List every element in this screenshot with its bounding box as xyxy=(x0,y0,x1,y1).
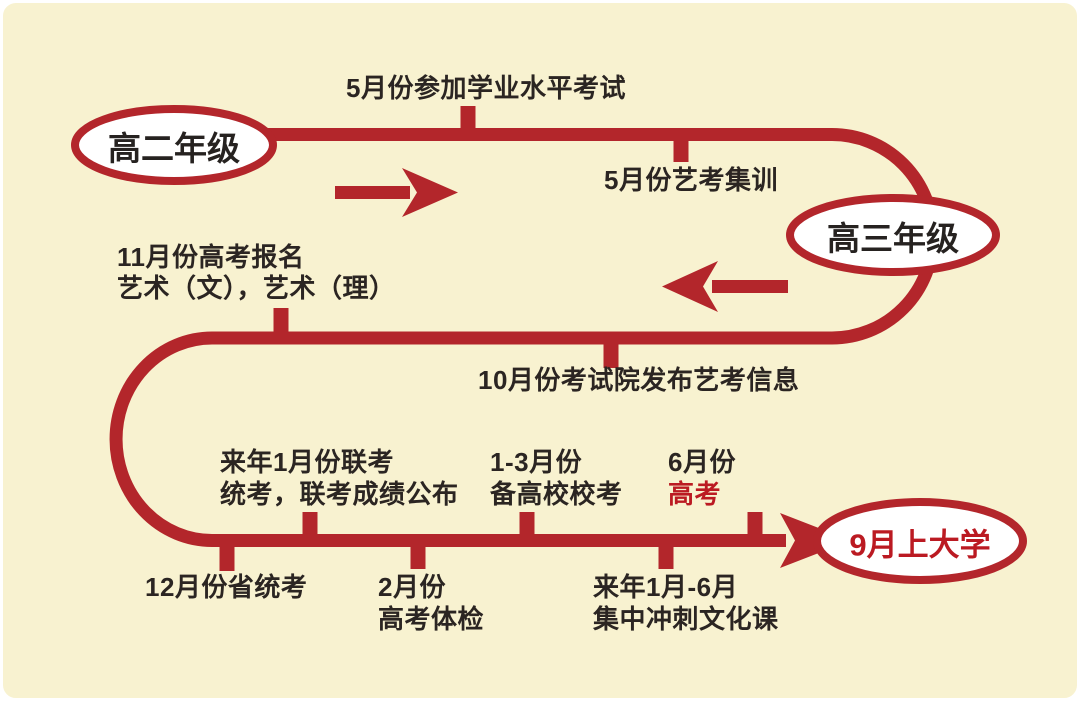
event-academic-test-text: 5月份参加学业水平考试 xyxy=(346,73,626,103)
event-exam-info-text: 10月份考试院发布艺考信息 xyxy=(478,365,800,395)
event-physical-exam-line1: 2月份 xyxy=(378,572,446,602)
college-label: 9月上大学 xyxy=(849,527,991,563)
event-province-exam: 12月份省统考 xyxy=(145,571,307,603)
event-school-exam-line1: 1-3月份 xyxy=(490,447,583,477)
event-joint-exam: 来年1月份联考 统考，联考成绩公布 xyxy=(220,446,459,510)
event-joint-exam-line1: 来年1月份联考 xyxy=(220,447,394,477)
event-academic-test: 5月份参加学业水平考试 xyxy=(346,72,626,104)
event-gaokao-line2: 高考 xyxy=(668,479,722,509)
flow-arrow-left-icon xyxy=(662,261,788,312)
event-gaokao: 6月份 高考 xyxy=(668,446,736,510)
event-physical-exam: 2月份 高考体检 xyxy=(378,571,484,635)
event-art-training: 5月份艺考集训 xyxy=(604,164,778,196)
event-gaokao-line1: 6月份 xyxy=(668,447,736,477)
college-oval xyxy=(813,498,1027,584)
event-gaokao-signup-line2: 艺术（文），艺术（理） xyxy=(117,273,396,303)
flow-arrow-right-icon xyxy=(335,168,458,217)
event-culture-sprint: 来年1月-6月 集中冲刺文化课 xyxy=(593,571,779,635)
event-art-training-text: 5月份艺考集训 xyxy=(604,165,778,195)
event-gaokao-signup: 11月份高考报名 艺术（文），艺术（理） xyxy=(117,242,396,304)
grade3-label: 高三年级 xyxy=(827,220,959,257)
event-culture-sprint-line1: 来年1月-6月 xyxy=(593,572,739,602)
event-joint-exam-line2: 统考，联考成绩公布 xyxy=(220,479,459,509)
grade3-oval xyxy=(786,194,1000,276)
event-school-exam: 1-3月份 备高校校考 xyxy=(490,446,623,510)
event-province-exam-text: 12月份省统考 xyxy=(145,572,308,602)
event-gaokao-signup-line1: 11月份高考报名 xyxy=(117,242,305,272)
event-ticks xyxy=(219,106,763,571)
event-school-exam-line2: 备高校校考 xyxy=(490,479,623,509)
event-culture-sprint-line2: 集中冲刺文化课 xyxy=(593,604,779,634)
grade2-oval xyxy=(71,105,277,185)
timeline-path xyxy=(109,128,940,547)
grade2-label: 高二年级 xyxy=(108,130,240,167)
event-physical-exam-line2: 高考体检 xyxy=(378,604,485,634)
event-exam-info: 10月份考试院发布艺考信息 xyxy=(478,364,799,396)
